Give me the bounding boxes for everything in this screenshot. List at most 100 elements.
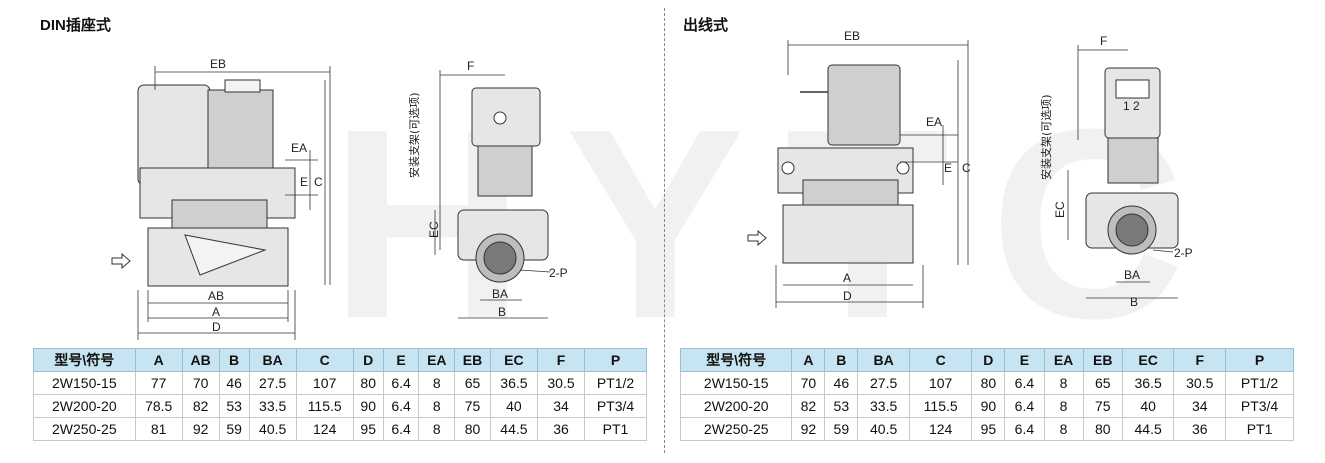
table-cell: 59 [218,417,250,441]
table-cell: 40.5 [248,417,297,441]
table-cell: 80 [1082,417,1123,441]
header-cell: EA [1043,348,1084,372]
table-cell: 90 [352,394,384,418]
cable-outlet-panel: 出线式 EB EA E C A D 1 2 [668,0,1325,463]
table-cell: 36 [536,417,586,441]
coil-housing [827,64,901,146]
header-cell: EC [1121,348,1175,372]
header-cell: F [1173,348,1227,372]
label-ec: EC [427,221,441,238]
header-cell: D [971,348,1006,372]
table-cell: 8 [1043,417,1084,441]
label-2p: 2-P [1174,246,1193,260]
table-cell: 6.4 [1004,371,1045,395]
table-cell: 2W150-15 [679,371,793,395]
table-cell: 33.5 [857,394,910,418]
header-cell: 型号\符号 [679,348,793,372]
table-cell: 36.5 [489,371,538,395]
label-ab: AB [208,289,224,303]
table-cell: 46 [218,371,250,395]
pin-socket [1115,79,1150,99]
table-cell: 40 [1121,394,1175,418]
table-header-row: 型号\符号 A AB B BA C D E EA EB EC F P [33,348,647,372]
label-c: C [314,175,323,189]
table-cell: 33.5 [248,394,297,418]
table-cell: 92 [791,417,826,441]
header-cell: EA [418,348,456,372]
table-header-row: 型号\符号 A B BA C D E EA EB EC F P [679,348,1294,372]
table-cell: 8 [1043,371,1084,395]
table-cell: 124 [295,417,354,441]
panel-divider [664,8,665,453]
label-support: 安装支架(可选项) [407,92,421,178]
table-row: 2W200-20 78.5 82 53 33.5 115.5 90 6.4 8 … [33,394,647,418]
table-cell: 44.5 [489,417,538,441]
table-cell: PT3/4 [1225,394,1294,418]
header-cell: E [382,348,420,372]
table-cell: PT1/2 [1225,371,1294,395]
header-cell: B [824,348,859,372]
table-cell: 90 [971,394,1006,418]
table-cell: 107 [908,371,973,395]
table-cell: 34 [536,394,586,418]
cable-outlet-drawing: EB EA E C A D 1 2 F EC BA B 2-P 安装支架(可选项… [747,29,1193,309]
table-row: 2W150-15 77 70 46 27.5 107 80 6.4 8 65 3… [33,371,647,395]
table-cell: 30.5 [536,371,586,395]
table-cell: 27.5 [248,371,297,395]
table-cell: PT1 [584,417,647,441]
table-cell: 75 [454,394,491,418]
table-cell: PT1 [1225,417,1294,441]
din-socket-panel: DIN插座式 EB EA E C AB A D [0,0,660,463]
header-cell: BA [248,348,297,372]
label-f: F [1100,34,1107,48]
header-cell: P [1225,348,1294,372]
table-cell: 36.5 [1121,371,1175,395]
table-cell: 53 [824,394,859,418]
label-e: E [300,175,308,189]
table-row: 2W250-25 92 59 40.5 124 95 6.4 8 80 44.5… [679,417,1294,441]
header-cell: A [134,348,183,372]
panel-title: DIN插座式 [40,17,111,34]
label-a: A [212,305,220,319]
cable-spec-table: 型号\符号 A B BA C D E EA EB EC F P 2W150-15… [679,348,1294,441]
label-d: D [843,289,852,303]
table-row: 2W150-15 70 46 27.5 107 80 6.4 8 65 36.5… [679,371,1294,395]
label-f: F [467,59,474,73]
label-ea: EA [926,115,942,129]
flow-arrow-body [184,234,267,276]
table-cell: 2W150-15 [33,371,136,395]
panel-title: 出线式 [683,17,729,34]
table-cell: 2W250-25 [33,417,136,441]
header-cell: EB [1082,348,1123,372]
table-cell: 65 [1082,371,1123,395]
label-e: E [944,161,952,175]
table-cell: 124 [908,417,973,441]
header-cell: EB [454,348,491,372]
table-cell: PT3/4 [584,394,647,418]
header-cell: B [218,348,250,372]
table-cell: 77 [134,371,183,395]
header-cell: C [908,348,973,372]
label-ea: EA [291,141,307,155]
table-cell: 30.5 [1173,371,1227,395]
table-cell: 59 [824,417,859,441]
header-cell: AB [181,348,220,372]
table-cell: 6.4 [382,394,420,418]
table-cell: 2W250-25 [679,417,793,441]
table-row: 2W250-25 81 92 59 40.5 124 95 6.4 8 80 4… [33,417,647,441]
table-cell: 107 [295,371,354,395]
table-cell: 70 [791,371,826,395]
table-cell: 36 [1173,417,1227,441]
table-cell: 82 [181,394,220,418]
table-cell: 27.5 [857,371,910,395]
table-cell: 95 [971,417,1006,441]
header-cell: C [295,348,354,372]
table-cell: 46 [824,371,859,395]
table-cell: 34 [1173,394,1227,418]
header-cell: 型号\符号 [33,348,136,372]
table-cell: 8 [418,394,456,418]
table-cell: 115.5 [908,394,973,418]
table-cell: 53 [218,394,250,418]
side-coil [477,145,533,197]
table-cell: 8 [418,417,456,441]
